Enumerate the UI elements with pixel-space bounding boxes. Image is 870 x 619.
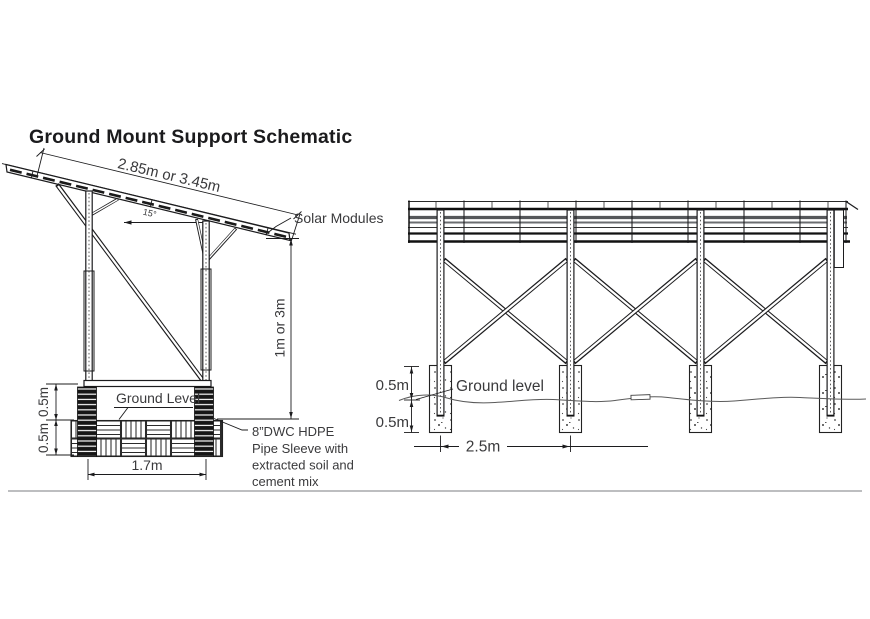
pipe-note-line3: extracted soil and: [252, 458, 354, 473]
ground-level-label-front: Ground level: [415, 378, 544, 400]
clearance-dimension: 1m or 3m: [217, 238, 299, 420]
embed-lower-label: 0.5m: [36, 423, 51, 453]
side-view: 2.85m or 3.45m 15°: [1, 147, 384, 489]
pipe-note-line1: 8”DWC HDPE: [252, 424, 335, 439]
post-spacing-label: 1.7m: [131, 457, 162, 473]
post-4: [826, 209, 844, 417]
page-title: Ground Mount Support Schematic: [29, 126, 353, 148]
panel-length-label: 2.85m or 3.45m: [116, 155, 222, 196]
post-1: [436, 209, 445, 417]
pipe-note-line4: cement mix: [252, 474, 319, 489]
solar-modules-label: Solar Modules: [294, 210, 384, 226]
embed-upper-label: 0.5m: [36, 387, 51, 417]
embedment-dimension-front: 0.5m 0.5m: [376, 366, 420, 433]
tilt-angle-label: 15°: [142, 207, 158, 220]
cross-braces: [442, 257, 829, 365]
ground-level-text: Ground Level: [116, 390, 200, 406]
pipe-sleeve-right: [194, 386, 214, 457]
pipe-sleeve-left: [77, 386, 97, 457]
clearance-label: 1m or 3m: [272, 298, 288, 357]
foundation: [70, 386, 224, 458]
embed-lower-label-front: 0.5m: [376, 414, 409, 431]
posts: [436, 209, 844, 417]
tilt-angle-annotation: 15°: [124, 207, 206, 225]
ground-level-text-front: Ground level: [456, 378, 544, 395]
post-2: [566, 209, 575, 417]
ground-debris: [630, 394, 651, 401]
ground-level-label-side: Ground Level: [114, 390, 200, 420]
embed-upper-label-front: 0.5m: [376, 377, 409, 394]
ground-line: [398, 394, 867, 404]
solar-modules-callout: Solar Modules: [265, 210, 384, 235]
post-spacing-dimension-side: 1.7m: [87, 457, 207, 480]
embedment-dimension-side: 0.5m 0.5m: [36, 383, 78, 456]
front-view: 0.5m 0.5m Ground level 2.5m: [376, 200, 867, 456]
pipe-sleeve-note: 8”DWC HDPE Pipe Sleeve with extracted so…: [213, 418, 354, 489]
post-spacing-label-front: 2.5m: [466, 439, 500, 456]
array-rail: [408, 200, 859, 243]
support-frame: [55, 183, 238, 388]
pipe-note-line2: Pipe Sleeve with: [252, 441, 348, 456]
post-spacing-dimension-front: 2.5m: [414, 435, 648, 456]
post-3: [696, 209, 705, 417]
solar-panel: [1, 163, 297, 242]
